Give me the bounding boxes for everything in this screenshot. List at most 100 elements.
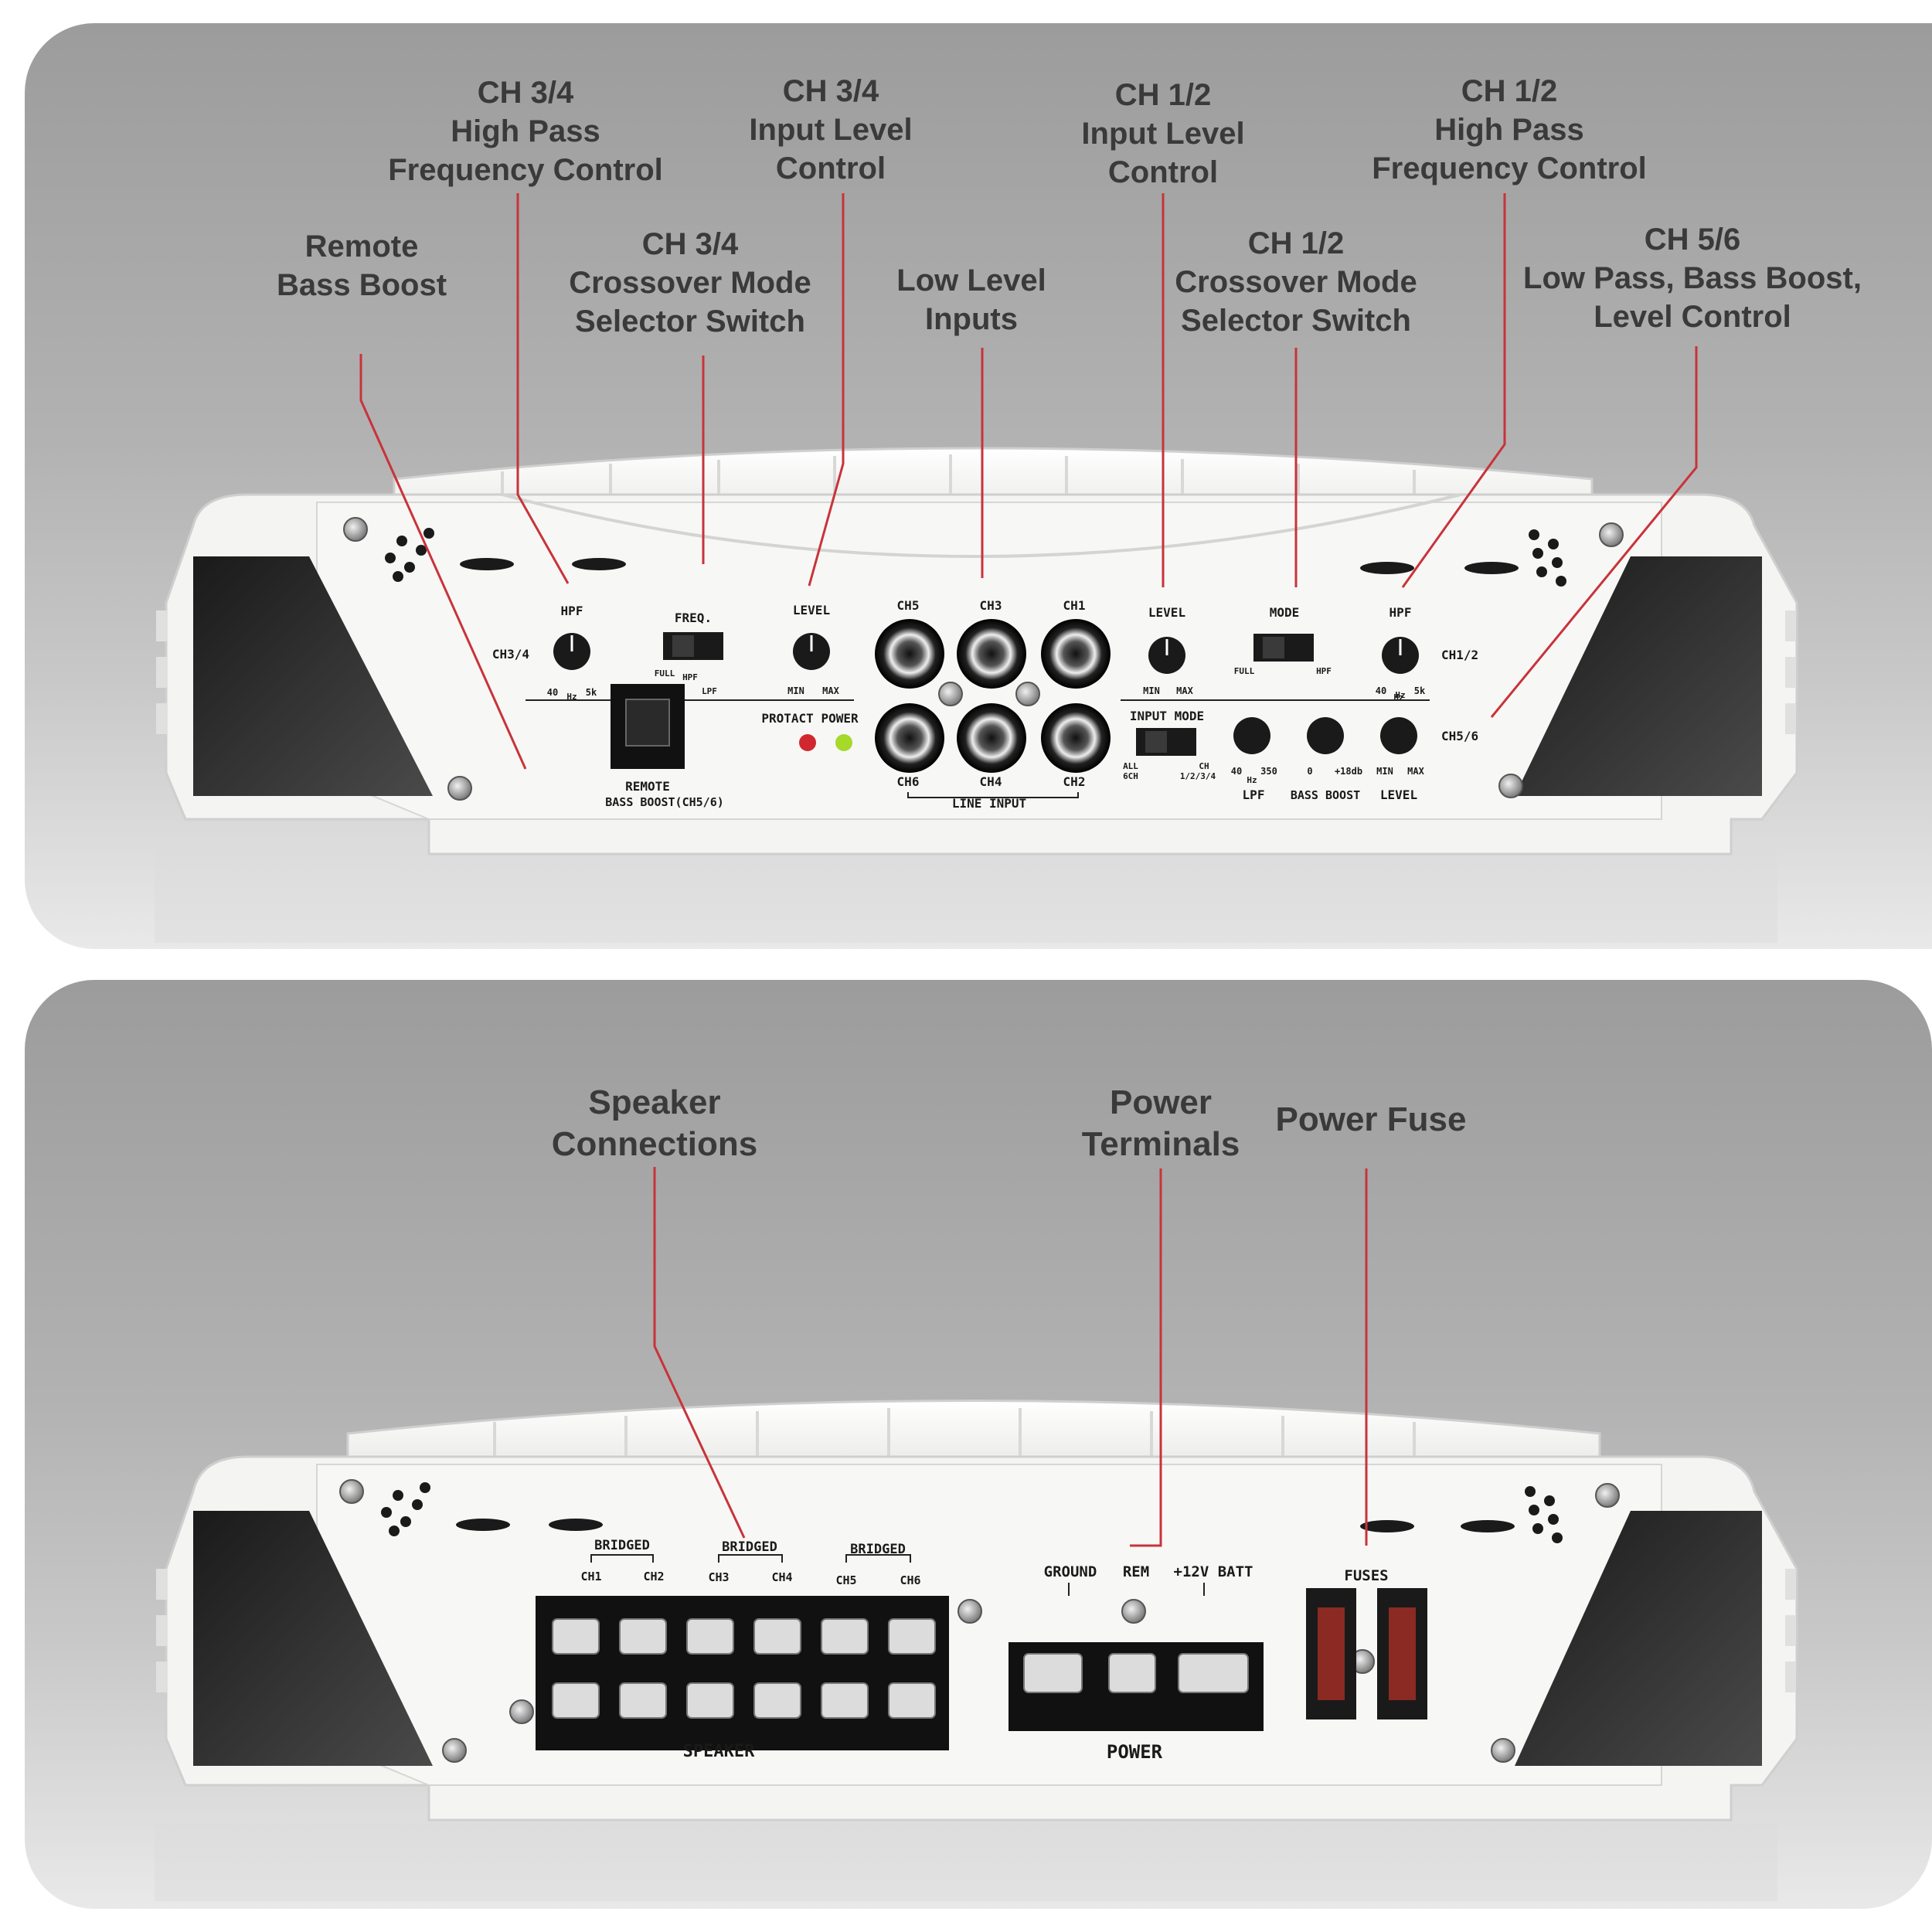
lpf-ch56-knob[interactable] [1233,717,1270,754]
callout-line: CH 1/2 [1461,74,1558,108]
callout-line: CH 3/4 [477,76,574,110]
terminal-ch3-neg[interactable] [686,1682,734,1719]
terminal-ch5-pos[interactable] [821,1618,869,1655]
hpf-right-max: 5k [1414,685,1426,696]
callout-speaker-connections: Speaker Connections [552,1082,757,1165]
mode-full-label: FULL [1234,666,1255,676]
freq-label: FREQ. [675,611,712,625]
rca-ch2[interactable] [1041,703,1111,773]
callout-line: CH 1/2 [1247,226,1345,260]
callout-power-terminals: Power Terminals [1082,1082,1240,1165]
rca-ch6[interactable] [875,703,944,773]
level-56-label: LEVEL [1380,787,1417,802]
bottom-left-port [193,1511,433,1766]
terminal-ch2-neg[interactable] [619,1618,667,1655]
freq-hpf-label: HPF [682,672,698,682]
terminal-ch1-neg[interactable] [552,1682,600,1719]
callout-line: Bass Boost [276,268,447,302]
terminal-ch6-neg[interactable] [888,1618,936,1655]
rca-ch3[interactable] [957,619,1026,689]
terminal-ch6-pos[interactable] [888,1682,936,1719]
power-label: POWER [1107,1741,1163,1763]
terminal-ch4-neg[interactable] [753,1618,801,1655]
callout-low-level-inputs: Low Level Inputs [896,261,1046,338]
callout-line: Power [1109,1083,1213,1121]
speaker-ch6-label: CH6 [900,1573,920,1587]
top-right-port [1515,556,1762,796]
rca-ch5[interactable] [875,619,944,689]
callout-line: CH 5/6 [1644,223,1741,257]
leader-ch34-input-level [808,193,845,587]
speaker-terminal-block [536,1596,949,1750]
line-input-label: LINE INPUT [952,796,1026,811]
callout-line: Control [1107,155,1219,189]
terminal-12v-batt[interactable] [1178,1653,1249,1693]
callout-ch34-crossover: CH 3/4 Crossover Mode Selector Switch [569,225,811,341]
freq-full-label: FULL [655,668,675,679]
screw-icon [447,776,472,801]
rca-ch1[interactable] [1041,619,1111,689]
bridged-label-2: BRIDGED [722,1539,777,1555]
callout-line: Frequency Control [388,153,663,187]
lvl56-hz: Hz [1393,692,1403,702]
bridged-label-1: BRIDGED [594,1538,650,1553]
ch3-label: CH3 [980,598,1002,613]
bass-boost-label: BASS BOOST [1291,788,1360,802]
screw-icon [1599,522,1624,547]
screw-icon [1015,682,1040,706]
speaker-ch5-label: CH5 [835,1573,856,1587]
terminal-ch1-pos[interactable] [552,1618,600,1655]
leader-ch12-hpf [1401,193,1506,588]
leader-ch56 [1490,346,1698,718]
rca-ch4[interactable] [957,703,1026,773]
hpf-right-label: HPF [1389,605,1412,620]
callout-line: Selector Switch [1181,304,1411,338]
bb-max: +18db [1335,766,1362,777]
ch6-label: CH6 [897,774,920,789]
callout-line: Inputs [925,302,1018,336]
protect-led [799,734,816,751]
callout-line: Speaker [588,1083,721,1121]
line-input-jacks [875,619,1111,773]
callout-remote-bass-boost: Remote Bass Boost [277,227,447,304]
callout-line: Control [775,151,886,185]
terminal-ch5-neg[interactable] [821,1682,869,1719]
batt-label: +12V BATT [1174,1563,1253,1580]
top-reflection [155,850,1777,943]
hpf-label: HPF [561,604,583,618]
callout-ch56: CH 5/6 Low Pass, Bass Boost, Level Contr… [1523,220,1862,336]
callout-line: Frequency Control [1372,151,1647,185]
hpf-right-min: 40 [1376,685,1386,696]
lvl56-max: MAX [1407,766,1424,777]
callout-line: Remote [304,230,419,264]
callout-line: CH 3/4 [782,74,879,108]
terminal-ground[interactable] [1023,1653,1083,1693]
ch56-label: CH5/6 [1441,729,1478,743]
ch34-label: CH3/4 [492,647,529,662]
protect-power-label: PROTACT POWER [761,711,859,726]
leader-power-terminals [1130,1168,1162,1547]
callout-line: Level Control [1594,300,1791,334]
leader-speaker-connections [653,1167,746,1539]
bass-boost-ch56-knob[interactable] [1307,717,1344,754]
callout-line: High Pass [451,114,600,148]
callout-ch12-crossover: CH 1/2 Crossover Mode Selector Switch [1175,224,1417,340]
hpf-max-label: 5k [586,687,597,698]
freq-lpf-label: LPF [702,686,717,696]
terminal-ch3-pos[interactable] [686,1618,734,1655]
terminal-ch2-pos[interactable] [619,1682,667,1719]
callout-power-fuse: Power Fuse [1276,1099,1467,1141]
callout-line: Input Level [749,113,913,147]
terminal-ch4-pos[interactable] [753,1682,801,1719]
ground-label: GROUND [1044,1563,1097,1580]
callout-line: CH 1/2 [1114,78,1212,112]
level-ch56-knob[interactable] [1380,717,1417,754]
ch4-label: CH4 [980,774,1002,789]
fuses-label: FUSES [1344,1567,1388,1584]
terminal-rem[interactable] [1108,1653,1156,1693]
ch5-label: CH5 [897,598,920,613]
screw-icon [343,517,368,542]
hpf-min-label: 40 [547,687,558,698]
bb-min: 0 [1307,766,1312,777]
level-left-min: MIN [787,685,804,696]
